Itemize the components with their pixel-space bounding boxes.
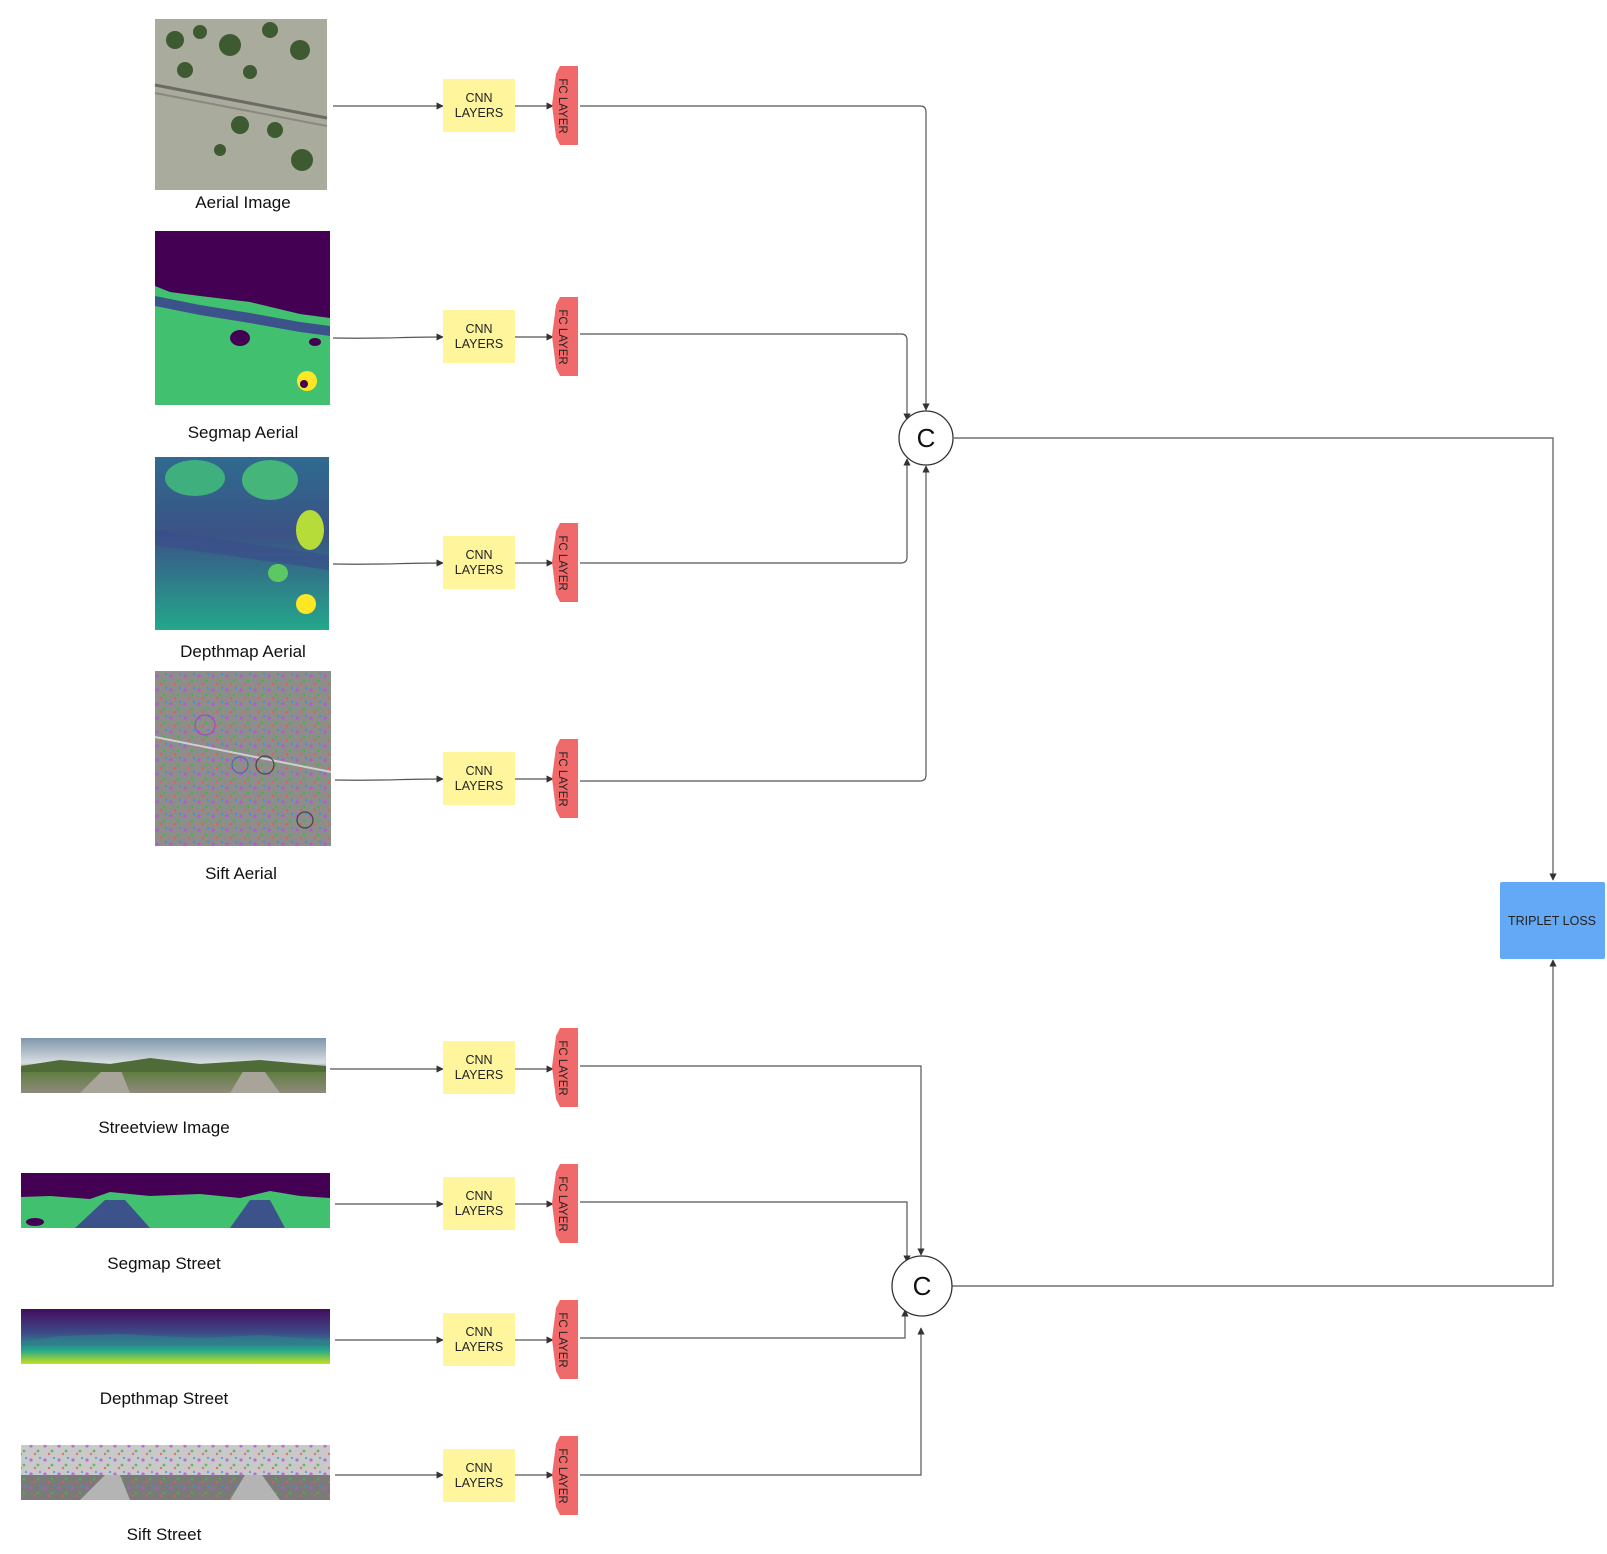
wire-aerial-segmap bbox=[332, 333, 444, 341]
input-wires bbox=[330, 102, 554, 1479]
svg-text:TRIPLET LOSS: TRIPLET LOSS bbox=[1508, 914, 1596, 928]
street-image-thumb bbox=[21, 1038, 326, 1093]
concat-node-street: C bbox=[891, 1255, 953, 1317]
svg-text:LAYERS: LAYERS bbox=[455, 779, 503, 793]
svg-text:FC LAYER: FC LAYER bbox=[556, 1312, 568, 1367]
aerial-image-label: Aerial Image bbox=[195, 193, 290, 212]
svg-text:FC LAYER: FC LAYER bbox=[556, 78, 568, 133]
street-segmap-label: Segmap Street bbox=[107, 1254, 221, 1273]
wire-aerial-sift bbox=[334, 775, 444, 783]
svg-text:CNN: CNN bbox=[465, 1053, 492, 1067]
svg-text:LAYERS: LAYERS bbox=[455, 1476, 503, 1490]
fc-layer-street-segmap: FC LAYER bbox=[552, 1164, 578, 1243]
triplet-loss-block: TRIPLET LOSS bbox=[1500, 882, 1605, 959]
svg-text:C: C bbox=[913, 1271, 932, 1301]
cnn-block-street-depth: CNN LAYERS bbox=[443, 1313, 515, 1366]
svg-text:FC LAYER: FC LAYER bbox=[556, 535, 568, 590]
aerial-sift-thumb bbox=[154, 671, 332, 846]
concat-node-aerial: C bbox=[898, 410, 954, 466]
street-depthmap-label: Depthmap Street bbox=[100, 1389, 229, 1408]
aerial-depthmap-thumb bbox=[155, 457, 329, 630]
aerial-segmap-thumb bbox=[155, 231, 330, 405]
street-depthmap-thumb bbox=[21, 1309, 330, 1364]
svg-text:LAYERS: LAYERS bbox=[455, 1204, 503, 1218]
street-segmap-thumb bbox=[21, 1173, 330, 1228]
cnn-block-aerial-segmap: CNN LAYERS bbox=[443, 310, 515, 363]
street-sift-thumb bbox=[21, 1445, 330, 1500]
cnn-block-aerial-sift: CNN LAYERS bbox=[443, 752, 515, 805]
fc-layer-aerial-depth: FC LAYER bbox=[552, 523, 578, 602]
svg-text:CNN: CNN bbox=[465, 764, 492, 778]
svg-text:FC LAYER: FC LAYER bbox=[556, 1448, 568, 1503]
svg-text:LAYERS: LAYERS bbox=[455, 1340, 503, 1354]
street-image-label: Streetview Image bbox=[98, 1118, 229, 1137]
fc-layer-aerial-segmap: FC LAYER bbox=[552, 297, 578, 376]
cnn-block-street-segmap: CNN LAYERS bbox=[443, 1177, 515, 1230]
cnn-block-street-sift: CNN LAYERS bbox=[443, 1449, 515, 1502]
wire-aerial-depth bbox=[332, 559, 444, 567]
svg-text:CNN: CNN bbox=[465, 91, 492, 105]
svg-text:CNN: CNN bbox=[465, 322, 492, 336]
fc-layer-street-depth: FC LAYER bbox=[552, 1300, 578, 1379]
svg-text:FC LAYER: FC LAYER bbox=[556, 751, 568, 806]
cnn-block-aerial-image: CNN LAYERS bbox=[443, 79, 515, 132]
svg-text:LAYERS: LAYERS bbox=[455, 563, 503, 577]
svg-text:CNN: CNN bbox=[465, 1461, 492, 1475]
cnn-block-street-image: CNN LAYERS bbox=[443, 1041, 515, 1094]
fc-layer-aerial-sift: FC LAYER bbox=[552, 739, 578, 818]
svg-text:FC LAYER: FC LAYER bbox=[556, 309, 568, 364]
svg-text:LAYERS: LAYERS bbox=[455, 1068, 503, 1082]
svg-text:LAYERS: LAYERS bbox=[455, 106, 503, 120]
fc-layer-street-sift: FC LAYER bbox=[552, 1436, 578, 1515]
svg-text:CNN: CNN bbox=[465, 548, 492, 562]
svg-text:FC LAYER: FC LAYER bbox=[556, 1176, 568, 1231]
fc-layer-street-image: FC LAYER bbox=[552, 1028, 578, 1107]
svg-text:LAYERS: LAYERS bbox=[455, 337, 503, 351]
fusion-wires bbox=[580, 105, 1557, 1476]
aerial-segmap-label: Segmap Aerial bbox=[188, 423, 299, 442]
aerial-sift-label: Sift Aerial bbox=[205, 864, 277, 883]
svg-text:CNN: CNN bbox=[465, 1325, 492, 1339]
cnn-block-aerial-depth: CNN LAYERS bbox=[443, 536, 515, 589]
aerial-depthmap-label: Depthmap Aerial bbox=[180, 642, 306, 661]
svg-text:CNN: CNN bbox=[465, 1189, 492, 1203]
svg-text:FC LAYER: FC LAYER bbox=[556, 1040, 568, 1095]
fc-layer-aerial-image: FC LAYER bbox=[552, 66, 578, 145]
aerial-image-thumb bbox=[154, 19, 328, 190]
svg-text:C: C bbox=[917, 423, 936, 453]
street-sift-label: Sift Street bbox=[127, 1525, 202, 1544]
